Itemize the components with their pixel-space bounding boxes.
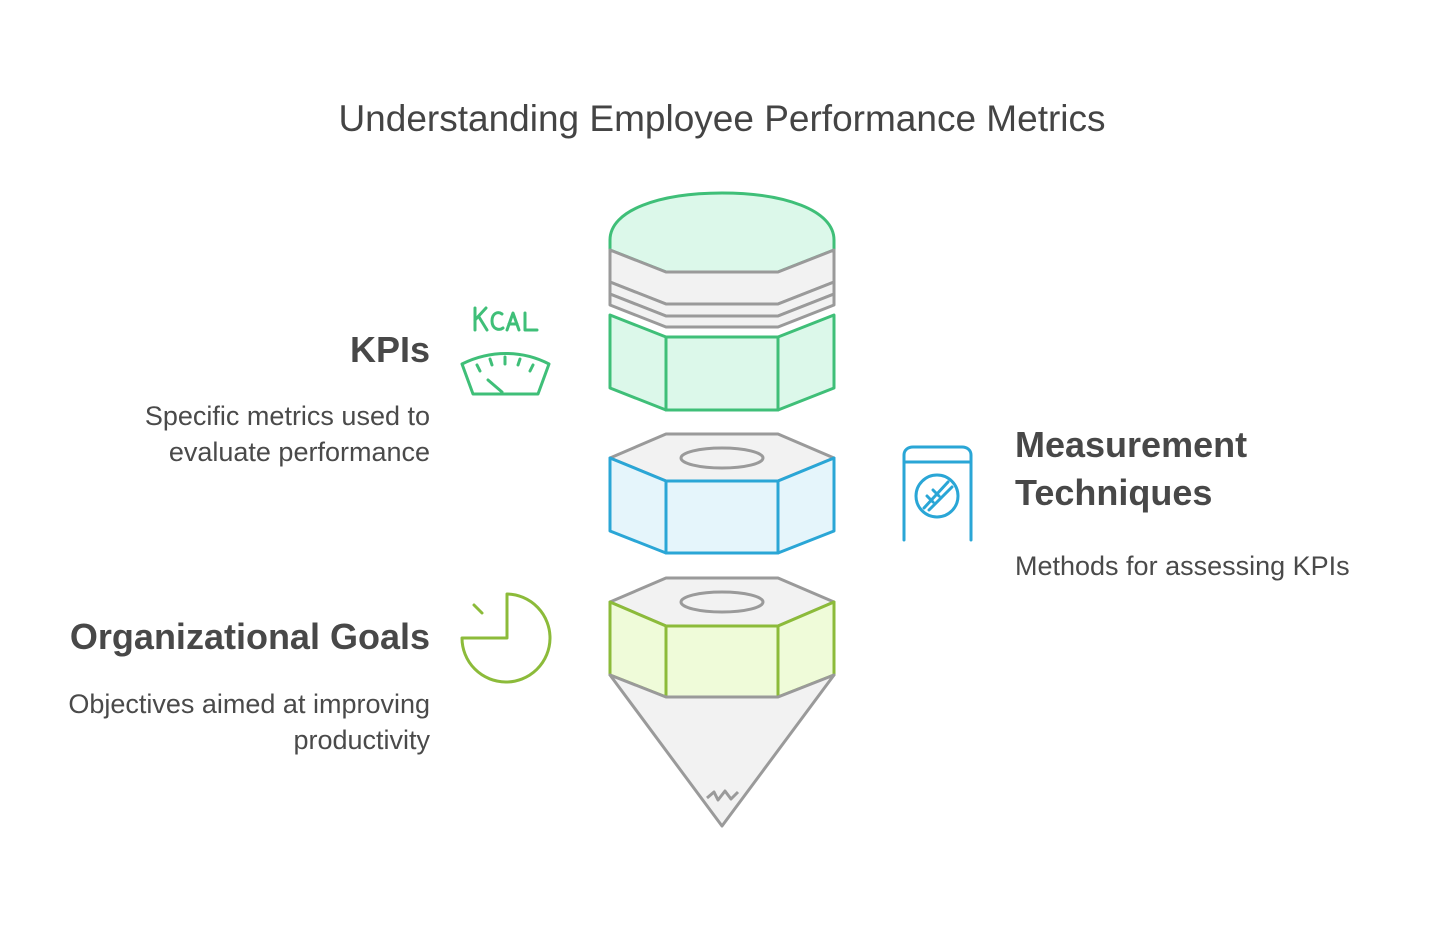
organizational-goals-heading: Organizational Goals xyxy=(69,616,430,657)
measuring-device-icon xyxy=(902,445,973,542)
green-segment xyxy=(608,313,836,412)
kpis-heading: KPIs xyxy=(349,329,430,370)
measurement-techniques-description: Methods for assessing KPIs xyxy=(1015,551,1350,581)
blue-segment xyxy=(608,432,836,555)
lime-segment xyxy=(608,576,836,699)
measurement-techniques-heading: Measurement Techniques xyxy=(1015,424,1248,513)
green-cap xyxy=(608,191,836,274)
page-title: Understanding Employee Performance Metri… xyxy=(338,98,1106,139)
pencil-tip xyxy=(608,673,836,828)
scale-gauge-icon xyxy=(460,306,551,396)
gray-rings xyxy=(608,248,836,329)
organizational-goals-description: Objectives aimed at improving productivi… xyxy=(68,689,430,755)
pie-timer-icon xyxy=(460,592,552,684)
kpis-description: Specific metrics used to evaluate perfor… xyxy=(144,401,430,467)
